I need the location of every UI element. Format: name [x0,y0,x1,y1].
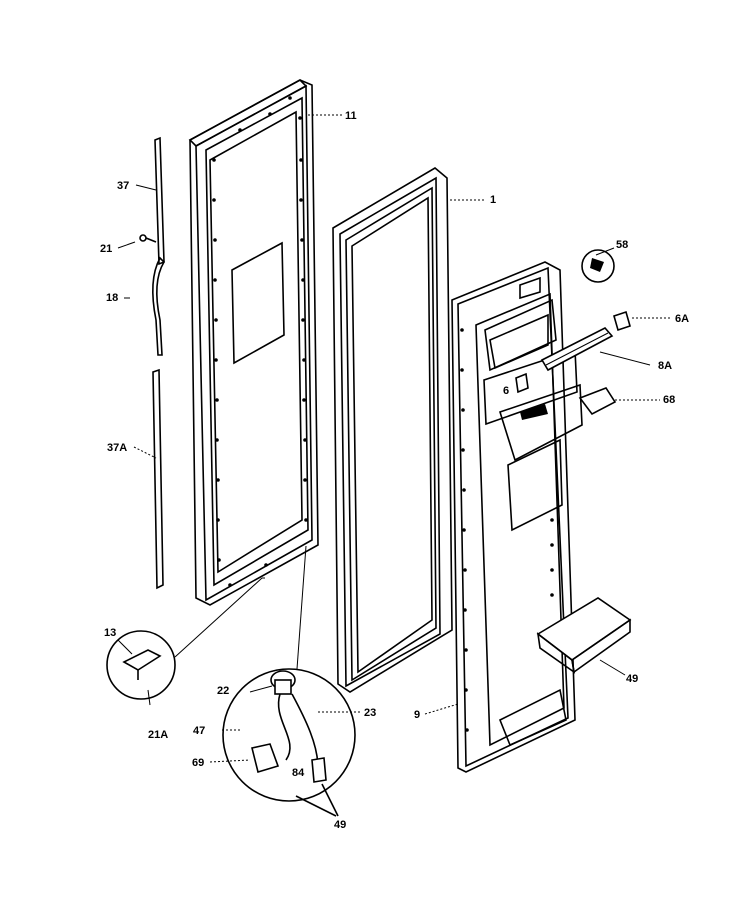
part-18-hinge [152,256,166,356]
label-1: 1 [490,194,496,206]
label-21: 21 [100,243,112,255]
label-49-clip: 49 [334,819,346,831]
part-37a-strip [152,368,164,590]
label-6: 6 [503,385,509,397]
part-68 [578,387,617,416]
part-49-bin [536,597,632,674]
part-37-strip [154,136,165,266]
dispenser-liner-9 [451,261,583,773]
door-gasket-1 [332,167,453,693]
part-58-detail [581,249,615,283]
label-9: 9 [414,709,420,721]
part-6a-clip [613,310,631,332]
label-37a: 37A [107,442,127,454]
leader-lines [117,114,672,817]
part-6 [515,372,529,394]
label-58: 58 [616,239,628,251]
part-13-detail [106,577,265,700]
label-84: 84 [292,767,305,779]
label-21a: 21A [148,729,168,741]
label-68: 68 [663,394,675,406]
part-21-screw [139,234,157,243]
label-49-bin: 49 [626,673,638,685]
label-13: 13 [104,627,116,639]
label-23: 23 [364,707,376,719]
label-69: 69 [192,757,204,769]
door-panel-11 [188,79,319,606]
label-11: 11 [345,110,357,122]
wire-harness-detail [222,545,356,802]
label-6a: 6A [675,313,689,325]
label-22: 22 [217,685,229,697]
label-8a: 8A [658,360,672,372]
label-18: 18 [106,292,118,304]
label-37: 37 [117,180,129,192]
label-47: 47 [193,725,205,737]
part-8a-rail [540,327,614,372]
